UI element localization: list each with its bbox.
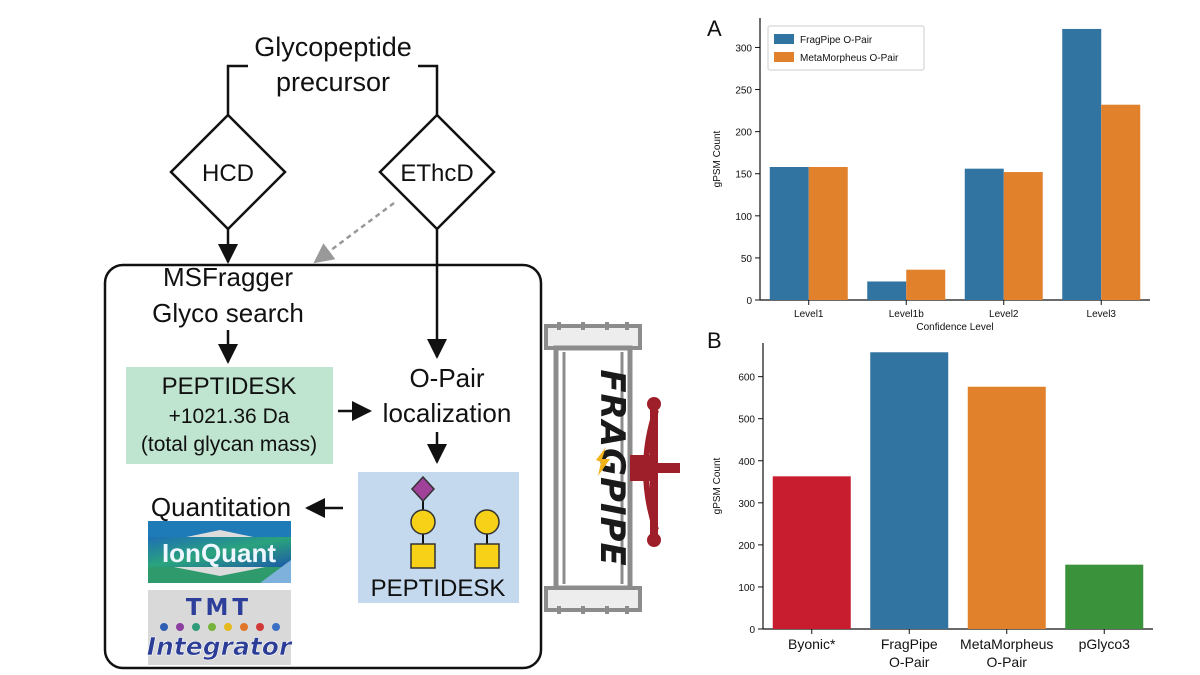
x-tick-label: MetaMorpheus bbox=[960, 636, 1053, 652]
hexose-icon bbox=[474, 509, 500, 535]
y-tick-label: 50 bbox=[741, 254, 753, 265]
y-axis-label: gPSM Count bbox=[712, 130, 723, 187]
sialic-acid-icon bbox=[410, 475, 436, 503]
y-tick-label: 100 bbox=[735, 212, 752, 223]
ionquant-logo: IonQuant bbox=[148, 521, 291, 583]
x-tick-label: O-Pair bbox=[889, 654, 930, 670]
bar bbox=[870, 352, 949, 629]
tmt-integrator-logo: TMT Integrator bbox=[146, 590, 293, 665]
y-tick-label: 150 bbox=[735, 170, 752, 181]
y-tick-label: 300 bbox=[738, 499, 755, 510]
y-tick-label: 400 bbox=[738, 457, 755, 468]
precursor-title-line1: Glycopeptide bbox=[254, 32, 412, 62]
ethcd-label: EThcD bbox=[400, 160, 473, 187]
lightning-icon bbox=[596, 447, 610, 476]
msfragger-line1: MSFragger bbox=[163, 262, 293, 292]
legend-swatch bbox=[774, 52, 794, 62]
y-tick-label: 500 bbox=[738, 415, 755, 426]
bar bbox=[964, 168, 1004, 300]
bar bbox=[1003, 172, 1043, 300]
y-tick-label: 200 bbox=[735, 128, 752, 139]
y-tick-label: 300 bbox=[735, 43, 752, 54]
bar bbox=[906, 269, 946, 300]
bar bbox=[808, 166, 848, 300]
panel-label: A bbox=[707, 16, 722, 41]
bar bbox=[1062, 28, 1102, 300]
x-tick-label: O-Pair bbox=[987, 654, 1028, 670]
ionquant-text: IonQuant bbox=[162, 538, 276, 568]
bar bbox=[1065, 564, 1144, 629]
hexnac-icon bbox=[474, 543, 500, 569]
peptide-mass-line1: PEPTIDESK bbox=[162, 373, 297, 400]
branch-line-ethcd bbox=[418, 64, 439, 115]
y-tick-label: 250 bbox=[735, 86, 752, 97]
integrator-text: Integrator bbox=[147, 632, 293, 661]
legend-box bbox=[767, 25, 925, 71]
bar bbox=[769, 166, 809, 300]
arrow-ethcd-to-msfragger-dashed bbox=[313, 201, 395, 264]
tmt-text: TMT bbox=[186, 595, 252, 621]
x-tick-label: Byonic* bbox=[788, 636, 836, 652]
bar bbox=[967, 386, 1046, 629]
hcd-label: HCD bbox=[202, 160, 254, 187]
bar bbox=[772, 476, 851, 629]
bar bbox=[1101, 104, 1141, 301]
workflow-diagram: Glycopeptide precursor HCD EThcD MSFragg… bbox=[103, 32, 543, 670]
glycopeptide-label: PEPTIDESK bbox=[371, 575, 506, 602]
branch-line-hcd bbox=[226, 64, 248, 115]
x-tick-label: Level3 bbox=[1087, 309, 1117, 320]
legend-swatch bbox=[774, 34, 794, 44]
x-axis-label: Confidence Level bbox=[916, 322, 993, 333]
y-tick-label: 0 bbox=[746, 296, 752, 307]
y-tick-label: 100 bbox=[738, 583, 755, 594]
msfragger-line2: Glyco search bbox=[152, 298, 304, 328]
x-tick-label: Level1 bbox=[794, 309, 824, 320]
peptide-mass-line2: +1021.36 Da bbox=[169, 405, 290, 428]
valve-spoke bbox=[643, 409, 659, 531]
opair-line2: localization bbox=[383, 398, 512, 428]
x-tick-label: Level1b bbox=[889, 309, 924, 320]
bar bbox=[867, 281, 907, 300]
x-tick-label: FragPipe bbox=[881, 636, 938, 652]
y-tick-label: 600 bbox=[738, 373, 755, 384]
x-tick-label: Level2 bbox=[989, 309, 1019, 320]
precursor-title-line2: precursor bbox=[276, 67, 390, 97]
y-axis-label: gPSM Count bbox=[712, 457, 723, 514]
y-tick-label: 0 bbox=[749, 625, 755, 636]
hexnac-icon bbox=[410, 543, 436, 569]
fragpipe-logo-text: FRAGPIPE bbox=[592, 369, 632, 566]
opair-line1: O-Pair bbox=[409, 363, 484, 393]
x-tick-label: pGlyco3 bbox=[1079, 636, 1131, 652]
panel-label: B bbox=[707, 328, 722, 353]
peptide-mass-line3: (total glycan mass) bbox=[141, 433, 317, 456]
hexose-icon bbox=[410, 509, 436, 535]
fragpipe-pipe-logo: FRAGPIPE bbox=[544, 322, 680, 614]
legend-label: FragPipe O-Pair bbox=[800, 35, 873, 46]
peptide-mass-box bbox=[126, 367, 333, 464]
fragpipe-workflow-box bbox=[103, 263, 543, 670]
legend-label: MetaMorpheus O-Pair bbox=[800, 53, 899, 64]
glycopeptide-box bbox=[358, 472, 519, 603]
quantitation-label: Quantitation bbox=[151, 492, 291, 522]
y-tick-label: 200 bbox=[738, 541, 755, 552]
